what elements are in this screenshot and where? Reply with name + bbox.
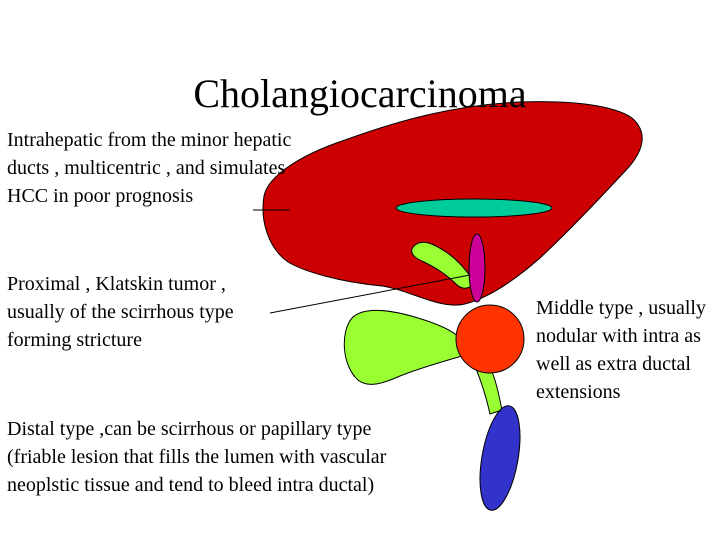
- proximal-leader-line: [269, 274, 471, 314]
- intrahepatic-duct-shape: [395, 198, 553, 218]
- distal-tumor-shape: [479, 405, 521, 511]
- slide-title: Cholangiocarcinoma: [193, 71, 527, 116]
- intrahepatic-label: Intrahepatic from the minor hepatic duct…: [7, 129, 292, 207]
- gallbladder-shape: [343, 309, 463, 385]
- distal-label: Distal type ,can be scirrhous or papilla…: [7, 418, 387, 496]
- middle-tumor-shape: [455, 304, 525, 374]
- proximal-tumor-shape: [468, 233, 486, 303]
- middle-label: Middle type , usually nodular with intra…: [536, 297, 706, 403]
- common-bile-duct-shape: [473, 359, 503, 415]
- proximal-label: Proximal , Klatskin tumor , usually of t…: [7, 273, 234, 351]
